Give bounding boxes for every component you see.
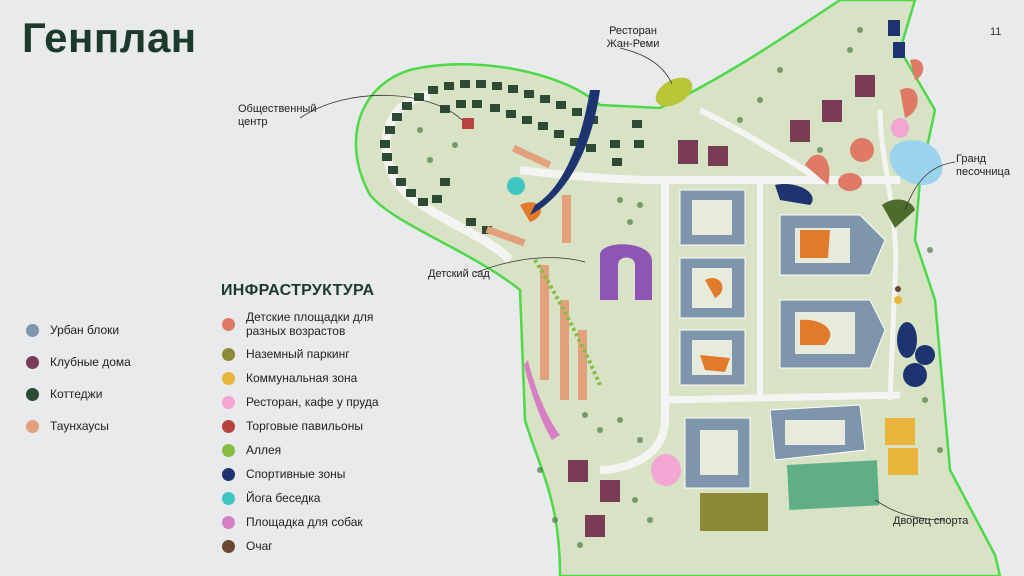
public-center-building [462, 118, 474, 129]
legend-item: Йога беседка [222, 490, 387, 506]
legend-dot [222, 347, 235, 361]
legend-dot [222, 491, 235, 505]
legend-label: Площадка для собак [246, 515, 363, 529]
legend-item-cottages: Коттеджи [26, 378, 131, 410]
road [877, 109, 899, 401]
legend-dot [222, 419, 235, 433]
legend-item: Очаг [222, 538, 387, 554]
legend-item: Детские площадки для разных возрастов [222, 310, 387, 338]
infrastructure-legend: Детские площадки для разных возрастов На… [222, 310, 387, 562]
trees [417, 27, 943, 548]
kindergarten-building [600, 244, 652, 300]
pond [889, 140, 943, 185]
legend-dot [222, 515, 235, 529]
legend-item: Коммунальная зона [222, 370, 387, 386]
housing-legend: Урбан блоки Клубные дома Коттеджи Таунха… [26, 314, 131, 442]
legend-label: Аллея [246, 443, 282, 457]
road [519, 166, 900, 184]
legend-label: Урбан блоки [50, 323, 120, 337]
dog-area [524, 360, 560, 440]
callout-restaurant: Ресторан Жан-Реми [606, 25, 660, 50]
legend-label: Коттеджи [50, 387, 103, 401]
legend-dot [222, 395, 235, 409]
legend-dot [26, 323, 39, 337]
legend-dot [26, 355, 39, 369]
legend-item: Торговые павильоны [222, 418, 387, 434]
legend-label: Детские площадки для разных возрастов [246, 310, 374, 338]
legend-item: Наземный паркинг [222, 346, 387, 362]
callout-public-center: Общественный центр [238, 103, 317, 128]
legend-dot [222, 371, 235, 385]
cafe-by-pond [891, 118, 909, 138]
callout-grand-sandbox: Гранд песочница [956, 153, 1010, 178]
page-number: 11 [990, 26, 1002, 38]
callout-sports-palace: Дворец спорта [893, 515, 969, 527]
club-houses [568, 75, 875, 537]
legend-dot [222, 539, 235, 553]
restaurant-cafe [651, 454, 681, 486]
cottages [380, 80, 644, 234]
legend-item: Ресторан, кафе у пруда [222, 394, 387, 410]
legend-label: Спортивные зоны [246, 467, 346, 481]
road [599, 180, 669, 474]
legend-dot [222, 467, 235, 481]
legend-item-urban-blocks: Урбан блоки [26, 314, 131, 346]
sports-zones [530, 20, 935, 387]
hearth [895, 286, 901, 292]
legend-label: Наземный паркинг [246, 347, 350, 361]
infrastructure-title: ИНФРАСТРУКТУРА [221, 282, 375, 299]
restaurant-jean-remy [655, 77, 693, 107]
legend-item-townhouses: Таунхаусы [26, 410, 131, 442]
legend-label: Очаг [246, 539, 273, 553]
utility-zone [885, 296, 918, 475]
legend-dot [26, 419, 39, 433]
legend-label: Коммунальная зона [246, 371, 358, 385]
sports-palace [787, 460, 880, 510]
legend-dot [222, 317, 235, 331]
playgrounds-orange [520, 202, 831, 372]
road [381, 90, 514, 264]
playgrounds [805, 59, 924, 191]
legend-label: Торговые павильоны [246, 419, 363, 433]
callout-kindergarten: Детский сад [428, 268, 490, 280]
road [664, 391, 901, 404]
legend-label: Таунхаусы [50, 419, 109, 433]
legend-dot [26, 387, 39, 401]
legend-item: Площадка для собак [222, 514, 387, 530]
road [698, 107, 822, 183]
legend-item: Спортивные зоны [222, 466, 387, 482]
townhouses [485, 145, 587, 400]
yoga-gazebo [507, 177, 525, 195]
parking [700, 493, 768, 531]
grand-sandbox [882, 199, 915, 228]
callout-lines [299, 47, 956, 521]
alley [533, 258, 602, 386]
legend-label: Клубные дома [50, 355, 131, 369]
legend-item: Аллея [222, 442, 387, 458]
legend-item-club-houses: Клубные дома [26, 346, 131, 378]
page-title: Генплан [22, 14, 197, 61]
legend-dot [222, 443, 235, 457]
legend-label: Ресторан, кафе у пруда [246, 395, 379, 409]
legend-label: Йога беседка [246, 491, 321, 505]
